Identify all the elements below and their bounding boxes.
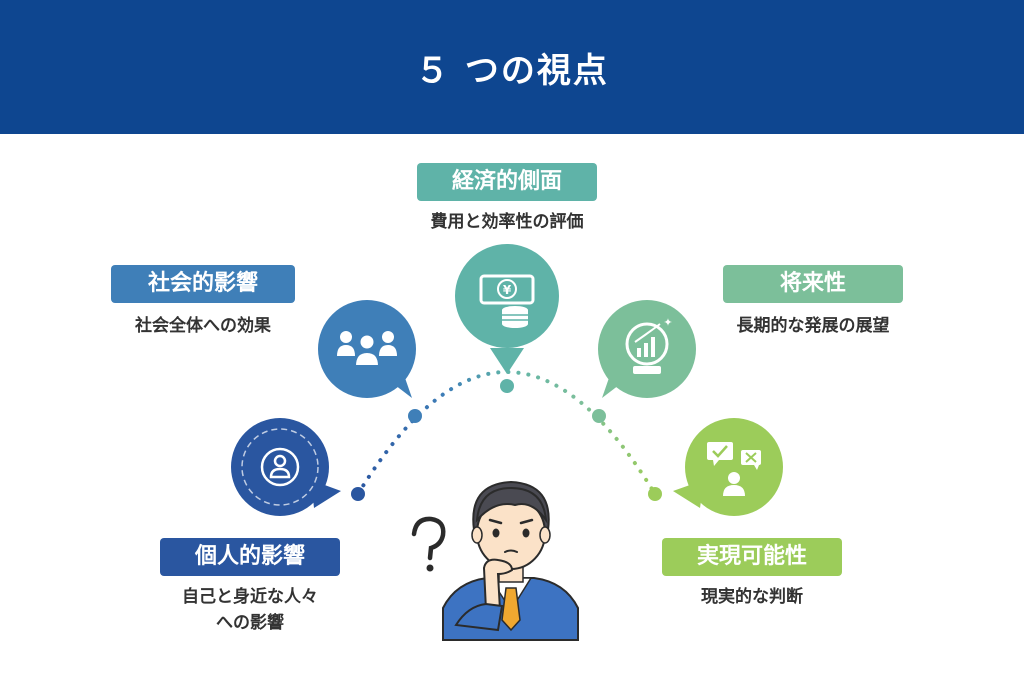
viewpoint-economic: 経済的側面 費用と効率性の評価 [407,163,607,235]
future-label: 将来性 [723,265,903,303]
feasibility-description: 現実的な判断 [701,587,803,607]
thinking-businessman-icon [411,480,579,641]
personal-description: 自己と身近な人々 への影響 [150,584,350,636]
arc-node [408,409,422,423]
header-bar: ５ つの視点 [0,0,1024,134]
personal-label: 個人的影響 [160,538,340,576]
economic-label: 経済的側面 [417,163,597,201]
arc-node [592,409,606,423]
group-people-icon [337,331,397,367]
future-description: 長期的な発展の展望 [736,316,890,336]
question-mark-icon [411,516,446,572]
personal-description-line2: への影響 [216,613,284,633]
future-bubble: ✦ [598,300,696,398]
arc-node [500,379,514,393]
svg-text:✦: ✦ [663,316,672,329]
economic-description: 費用と効率性の評価 [430,212,584,232]
page-title: ５ つの視点 [415,50,609,91]
feasibility-bubble [673,418,783,516]
money-coins-icon: ¥ [479,274,535,328]
growth-chart-globe-icon: ✦ [625,316,673,374]
personal-bubble [231,418,341,516]
social-label: 社会的影響 [111,265,295,303]
viewpoint-personal: 個人的影響 自己と身近な人々 への影響 [150,538,350,636]
feasibility-label: 実現可能性 [662,538,842,576]
personal-description-line1: 自己と身近な人々 [182,587,318,607]
viewpoint-social: 社会的影響 社会全体への効果 [98,265,308,339]
social-description: 社会全体への効果 [135,316,271,336]
check-cross-person-icon [707,442,761,496]
economic-bubble: ¥ [455,244,559,374]
yen-symbol: ¥ [503,283,512,297]
arc-node [648,487,662,501]
viewpoint-future: 将来性 長期的な発展の展望 [702,265,924,339]
social-bubble [318,300,416,398]
arc-node [351,487,365,501]
viewpoint-feasibility: 実現可能性 現実的な判断 [652,538,852,610]
person-icon [260,447,300,487]
